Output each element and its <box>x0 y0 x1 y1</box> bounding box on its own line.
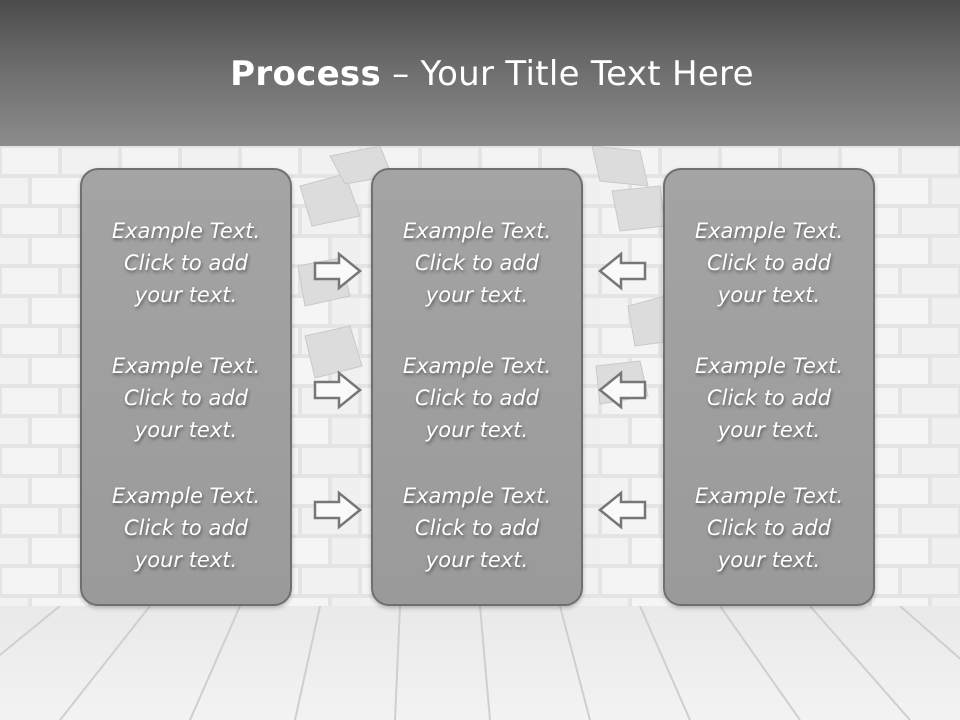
panel-text[interactable]: Example Text. Click to add your text. <box>111 219 261 307</box>
left-arrow-icon <box>598 370 647 410</box>
panel-text[interactable]: Example Text. Click to add your text. <box>111 484 261 572</box>
process-panel-left[interactable]: Example Text. Click to add your text. Ex… <box>80 168 292 606</box>
panel-text[interactable]: Example Text. Click to add your text. <box>111 354 261 442</box>
slide-title[interactable]: Process – Your Title Text Here <box>0 54 960 94</box>
panel-text[interactable]: Example Text. Click to add your text. <box>694 484 844 572</box>
title-bar: Process – Your Title Text Here <box>0 0 960 146</box>
panel-text[interactable]: Example Text. Click to add your text. <box>694 219 844 307</box>
process-panel-center[interactable]: Example Text. Click to add your text. Ex… <box>371 168 583 606</box>
right-arrow-icon <box>313 251 362 291</box>
title-bold: Process <box>230 54 382 94</box>
left-arrow-icon <box>598 251 647 291</box>
right-arrow-icon <box>313 370 362 410</box>
left-arrow-icon <box>598 490 647 530</box>
panel-text[interactable]: Example Text. Click to add your text. <box>694 354 844 442</box>
panel-text[interactable]: Example Text. Click to add your text. <box>402 354 552 442</box>
title-rest: – Your Title Text Here <box>381 54 754 94</box>
panel-text[interactable]: Example Text. Click to add your text. <box>402 484 552 572</box>
process-panel-right[interactable]: Example Text. Click to add your text. Ex… <box>663 168 875 606</box>
right-arrow-icon <box>313 490 362 530</box>
floor-planks <box>0 606 960 720</box>
panel-text[interactable]: Example Text. Click to add your text. <box>402 219 552 307</box>
